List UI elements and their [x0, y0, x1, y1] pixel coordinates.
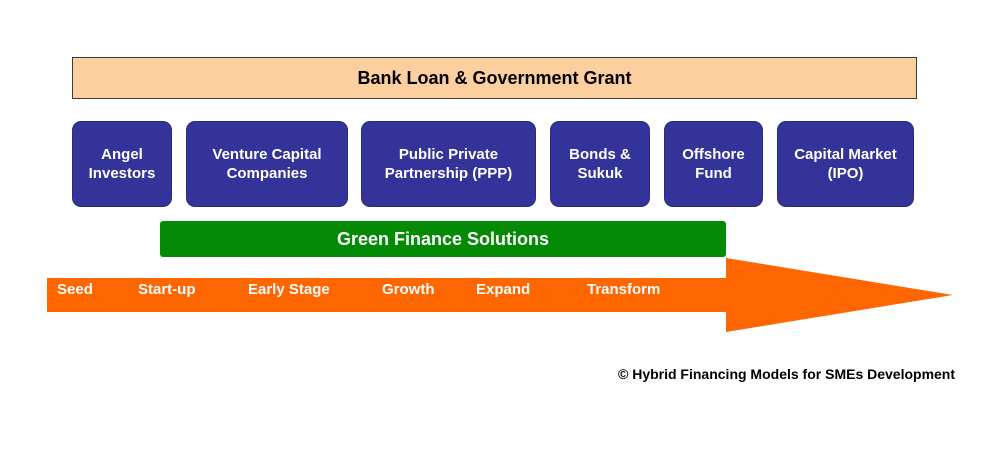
stage-seed: Seed	[57, 281, 93, 298]
stage-start-up: Start-up	[138, 281, 196, 298]
growth-stage-arrow	[47, 258, 953, 332]
copyright-footer: © Hybrid Financing Models for SMEs Devel…	[618, 366, 956, 382]
funding-box-bonds-sukuk: Bonds & Sukuk	[550, 121, 650, 207]
arrow-shape	[47, 258, 953, 332]
stage-transform: Transform	[587, 281, 661, 298]
funding-box-angel-investors: Angel Investors	[72, 121, 172, 207]
stage-expand: Expand	[476, 281, 531, 298]
stage-growth: Growth	[382, 281, 435, 298]
green-finance-solutions-bar: Green Finance Solutions	[160, 221, 726, 257]
stage-early-stage: Early Stage	[248, 281, 330, 298]
bank-loan-government-grant-bar: Bank Loan & Government Grant	[72, 57, 917, 99]
funding-box-ppp: Public Private Partnership (PPP)	[361, 121, 536, 207]
funding-box-venture-capital: Venture Capital Companies	[186, 121, 348, 207]
funding-box-offshore-fund: Offshore Fund	[664, 121, 763, 207]
funding-box-capital-market: Capital Market (IPO)	[777, 121, 914, 207]
